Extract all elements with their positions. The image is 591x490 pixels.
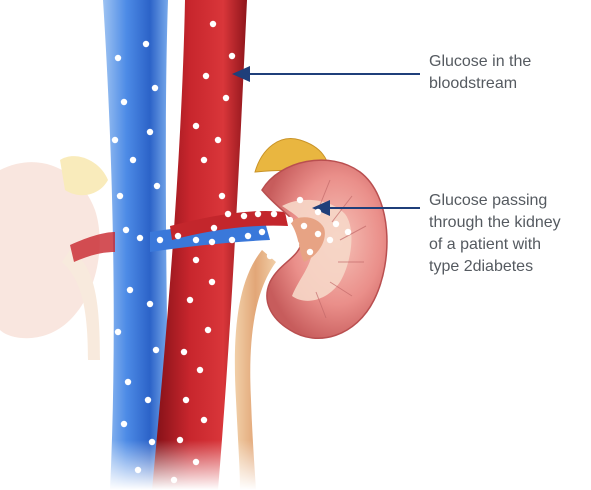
bottom-fade	[0, 440, 300, 490]
glucose-dot	[315, 209, 321, 215]
glucose-dot	[297, 197, 303, 203]
bloodstream-label: Glucose in the bloodstream	[429, 51, 531, 95]
glucose-dot	[125, 379, 131, 385]
glucose-dot	[154, 183, 160, 189]
glucose-dot	[193, 257, 199, 263]
kidney	[262, 160, 387, 338]
glucose-dot	[211, 225, 217, 231]
glucose-dot	[225, 211, 231, 217]
glucose-dot	[327, 237, 333, 243]
glucose-dot	[209, 279, 215, 285]
glucose-dot	[112, 137, 118, 143]
glucose-dot	[210, 21, 216, 27]
glucose-dot	[147, 129, 153, 135]
glucose-dot	[271, 211, 277, 217]
glucose-dot	[245, 233, 251, 239]
kidney-label-line: Glucose passing	[429, 190, 561, 212]
glucose-dot	[193, 123, 199, 129]
glucose-dot	[197, 367, 203, 373]
glucose-dot	[209, 239, 215, 245]
glucose-dot	[229, 53, 235, 59]
glucose-dot	[255, 211, 261, 217]
glucose-dot	[153, 347, 159, 353]
kidney-label-line: of a patient with	[429, 234, 561, 256]
glucose-dot	[307, 249, 313, 255]
glucose-dot	[315, 231, 321, 237]
glucose-dot	[137, 235, 143, 241]
glucose-dot	[201, 417, 207, 423]
glucose-dot	[187, 297, 193, 303]
glucose-dot	[241, 213, 247, 219]
kidney-label: Glucose passing through the kidney of a …	[429, 190, 561, 278]
bloodstream-label-line: Glucose in the	[429, 51, 531, 73]
glucose-dot	[117, 193, 123, 199]
glucose-dot	[152, 85, 158, 91]
glucose-dot	[147, 301, 153, 307]
glucose-dot	[275, 243, 281, 249]
glucose-dot	[157, 237, 163, 243]
glucose-dot	[223, 95, 229, 101]
glucose-dot	[175, 233, 181, 239]
glucose-dot	[259, 229, 265, 235]
glucose-dot	[143, 41, 149, 47]
glucose-dot	[205, 327, 211, 333]
glucose-dot	[193, 237, 199, 243]
bloodstream-pointer	[232, 66, 420, 82]
kidney-label-line: type 2diabetes	[429, 256, 561, 278]
bloodstream-label-line: bloodstream	[429, 73, 531, 95]
glucose-dot	[115, 329, 121, 335]
glucose-dot	[181, 349, 187, 355]
glucose-dot	[219, 193, 225, 199]
glucose-dot	[345, 229, 351, 235]
glucose-dot	[130, 157, 136, 163]
glucose-dot	[145, 397, 151, 403]
glucose-dot	[293, 241, 299, 247]
glucose-dot	[229, 237, 235, 243]
glucose-dot	[127, 287, 133, 293]
glucose-dot	[123, 227, 129, 233]
glucose-dot	[267, 253, 273, 259]
left-kidney-faded	[0, 156, 108, 360]
kidney-label-line: through the kidney	[429, 212, 561, 234]
glucose-dot	[183, 397, 189, 403]
glucose-dot	[121, 99, 127, 105]
glucose-dot	[115, 55, 121, 61]
glucose-dot	[287, 217, 293, 223]
glucose-dot	[203, 73, 209, 79]
glucose-dot	[301, 223, 307, 229]
glucose-dot	[215, 137, 221, 143]
glucose-dot	[333, 221, 339, 227]
glucose-dot	[121, 421, 127, 427]
glucose-dot	[201, 157, 207, 163]
